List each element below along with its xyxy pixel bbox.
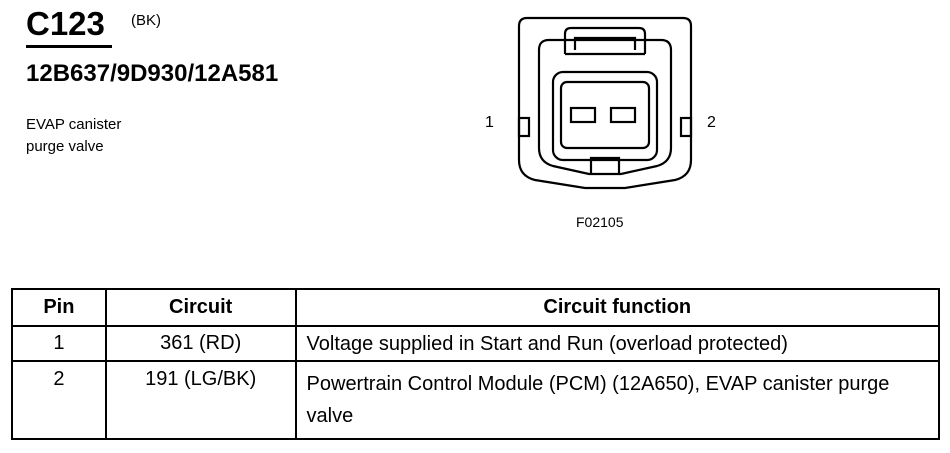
table-row: 2 191 (LG/BK) Powertrain Control Module … <box>11 360 941 440</box>
side-key-left <box>517 116 531 138</box>
table-row: 1 361 (RD) Voltage supplied in Start and… <box>11 325 941 362</box>
locking-tab <box>563 26 647 54</box>
description-line-2: purge valve <box>26 138 104 155</box>
function-cell: Powertrain Control Module (PCM) (12A650)… <box>294 360 941 440</box>
connector-inner-housing <box>537 38 673 176</box>
pin-cell: 2 <box>11 360 107 440</box>
function-cell: Voltage supplied in Start and Run (overl… <box>294 325 941 362</box>
header-pin: Pin <box>11 288 107 327</box>
pin-cell: 1 <box>11 325 107 362</box>
header-circuit: Circuit <box>104 288 297 327</box>
side-key-right <box>679 116 693 138</box>
pin-slot-2 <box>609 106 637 124</box>
pin-label-2: 2 <box>707 114 716 131</box>
figure-id: F02105 <box>576 214 624 230</box>
header-circuit-function: Circuit function <box>294 288 941 327</box>
bottom-key <box>589 156 621 174</box>
description-line-1: EVAP canister <box>26 116 122 133</box>
pin-table: Pin Circuit Circuit function 1 361 (RD) … <box>11 288 941 440</box>
table-header-row: Pin Circuit Circuit function <box>11 288 941 327</box>
connector-face-diagram <box>517 16 693 190</box>
pin-slot-1 <box>569 106 597 124</box>
circuit-cell: 191 (LG/BK) <box>104 360 297 440</box>
terminal-cavity <box>551 70 659 162</box>
circuit-cell: 361 (RD) <box>104 325 297 362</box>
terminal-cavity-inner <box>559 80 651 150</box>
description: EVAP canister purge valve <box>26 114 226 158</box>
color-code: (BK) <box>131 12 161 29</box>
connector-id: C123 <box>26 5 105 42</box>
locking-tab-inner <box>573 36 637 50</box>
connector-outer-housing <box>517 16 693 190</box>
pin-label-1: 1 <box>485 114 494 131</box>
part-numbers: 12B637/9D930/12A581 <box>26 60 279 87</box>
connector-id-underline <box>26 45 112 48</box>
